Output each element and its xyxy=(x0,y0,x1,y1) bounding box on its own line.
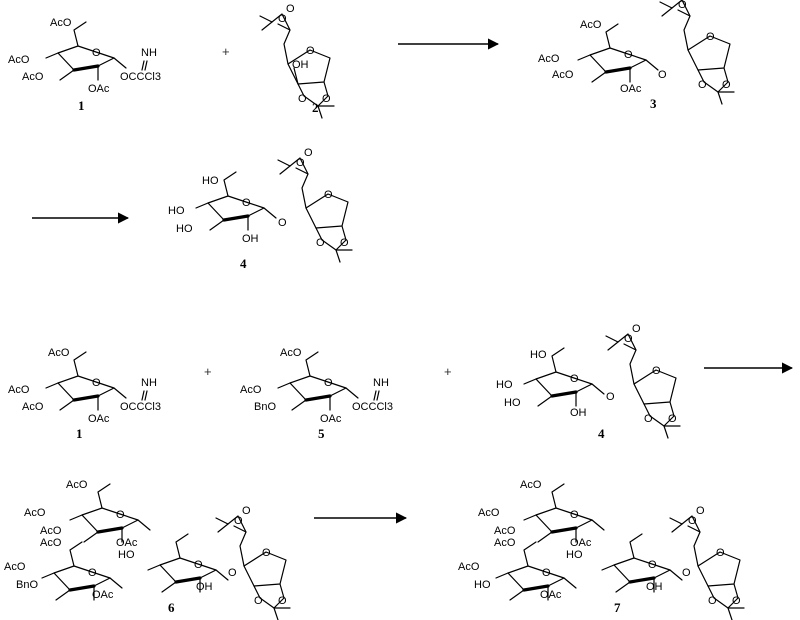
compound-number: 6 xyxy=(168,600,175,615)
compound-3: AcO AcO AcO OAc O xyxy=(538,19,667,95)
plus-sign: + xyxy=(222,44,230,59)
label-oh-2-core: OH xyxy=(196,581,213,593)
label-aco-4: AcO xyxy=(8,384,30,396)
compound-5: AcO AcO BnO OAc NH OCCCl3 xyxy=(240,347,393,425)
label-ho-3: HO xyxy=(504,397,521,409)
label-aco-3: AcO xyxy=(552,69,574,81)
label-ho-6: HO xyxy=(530,349,547,361)
label-oh-2: OH xyxy=(242,233,259,245)
label-aco-4-lower: AcO xyxy=(458,561,480,573)
label-aco-6: AcO xyxy=(580,19,602,31)
label-ho-4-core: HO xyxy=(566,549,583,561)
label-aco-4-upper: AcO xyxy=(478,507,500,519)
label-aco-6: AcO xyxy=(48,347,70,359)
label-ho-4: HO xyxy=(168,205,185,217)
label-oac-2: OAc xyxy=(320,413,342,425)
compound-number: 1 xyxy=(76,426,83,441)
compound-7: AcO AcO AcO OAc AcO AcO HO OAc HO OH O xyxy=(458,479,745,620)
label-aco-6-upper: AcO xyxy=(520,479,542,491)
label-ho-3: HO xyxy=(176,223,193,235)
label-trichloroacetimidate: OCCCl3 xyxy=(120,401,161,413)
compound-2: OH xyxy=(259,2,335,119)
label-ho-4-core: HO xyxy=(118,549,135,561)
label-oh-2-core: OH xyxy=(646,581,663,593)
label-glycosidic-o: O xyxy=(658,69,667,81)
compound-4-furanose xyxy=(277,146,353,263)
compound-number: 1 xyxy=(78,98,85,113)
compound-6: AcO AcO AcO OAc AcO AcO BnO OAc HO OH O xyxy=(4,479,291,620)
label-aco-6-lower: AcO xyxy=(40,537,62,549)
compound-1-bottom: AcO AcO AcO OAc NH OCCCl3 xyxy=(8,347,161,425)
label-glycosidic-o: O xyxy=(228,567,237,579)
compound-number: 3 xyxy=(650,96,657,111)
label-oh: OH xyxy=(292,59,309,71)
label-bno-3: BnO xyxy=(254,401,276,413)
compound-4: HO HO HO OH O xyxy=(168,170,287,245)
label-aco-4: AcO xyxy=(240,384,262,396)
label-oac-2-upper: OAc xyxy=(116,537,138,549)
compound-number: 4 xyxy=(240,256,247,271)
label-ho-6: HO xyxy=(202,175,219,187)
label-aco-4-upper: AcO xyxy=(24,507,46,519)
label-nh: NH xyxy=(373,377,389,389)
label-trichloroacetimidate: OCCCl3 xyxy=(352,401,393,413)
label-aco-3: AcO xyxy=(22,71,44,83)
label-aco-4-lower: AcO xyxy=(4,561,26,573)
label-aco-6-upper: AcO xyxy=(66,479,88,491)
label-oac-2-lower: OAc xyxy=(540,589,562,601)
label-oac-2-upper: OAc xyxy=(570,537,592,549)
compound-number: 2 xyxy=(312,100,319,115)
label-nh: NH xyxy=(141,377,157,389)
label-aco-6: AcO xyxy=(50,17,72,29)
label-glycosidic-o: O xyxy=(606,391,615,403)
label-glycosidic-o: O xyxy=(278,217,287,229)
label-aco-3: AcO xyxy=(22,401,44,413)
label-ho-3-lower: HO xyxy=(474,579,491,591)
plus-sign: + xyxy=(204,364,212,379)
compound-number: 5 xyxy=(318,426,325,441)
label-aco-3-upper: AcO xyxy=(40,525,62,537)
compound-4-bottom: HO HO HO OH O xyxy=(496,346,615,419)
label-bno-3-lower: BnO xyxy=(16,579,38,591)
label-nh: NH xyxy=(141,47,157,59)
compound-4-bottom-furanose xyxy=(605,322,681,439)
label-oac-2: OAc xyxy=(88,413,110,425)
compound-3-furanose xyxy=(659,0,735,105)
label-ho-4: HO xyxy=(496,379,513,391)
label-aco-6: AcO xyxy=(280,347,302,359)
compound-1-top: AcO AcO AcO OAc NH OCCCl3 xyxy=(8,17,161,95)
label-oh-2: OH xyxy=(570,407,587,419)
label-aco-6-lower: AcO xyxy=(494,537,516,549)
label-aco-4: AcO xyxy=(8,54,30,66)
label-trichloroacetimidate: OCCCl3 xyxy=(120,71,161,83)
plus-sign: + xyxy=(444,364,452,379)
label-glycosidic-o: O xyxy=(682,567,691,579)
label-aco-4: AcO xyxy=(538,53,560,65)
label-aco-3-upper: AcO xyxy=(494,525,516,537)
label-oac-2: OAc xyxy=(88,83,110,95)
label-oac-2: OAc xyxy=(620,83,642,95)
compound-number: 4 xyxy=(598,426,605,441)
label-oac-2-lower: OAc xyxy=(92,589,114,601)
compound-number: 7 xyxy=(614,600,621,615)
